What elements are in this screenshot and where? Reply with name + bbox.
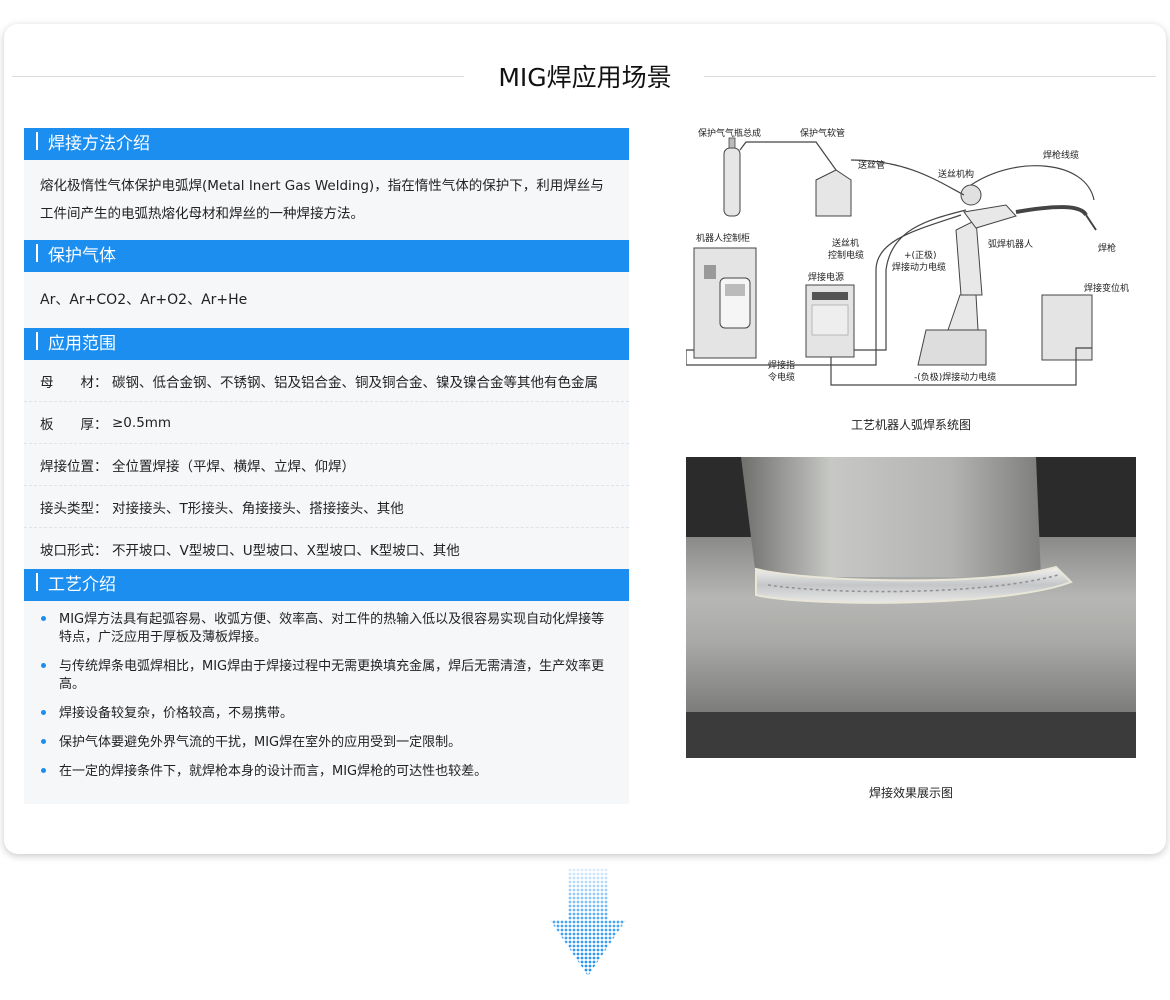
wire-spool bbox=[815, 169, 852, 217]
scope-key: 焊接位置： bbox=[40, 458, 108, 475]
scope-key: 板 厚： bbox=[40, 416, 108, 433]
scope-table: 母 材： 碳钢、低合金钢、不锈钢、铝及铝合金、铜及铜合金、镍及镍合金等其他有色金… bbox=[24, 360, 629, 569]
diagram-label: 保护气气瓶总成 bbox=[698, 127, 761, 139]
diagram-label: 焊枪线缆 bbox=[1043, 149, 1079, 161]
title-divider-right bbox=[704, 76, 1156, 77]
robot-base bbox=[917, 329, 987, 366]
weld-photo bbox=[686, 457, 1136, 758]
scope-row-groove: 坡口形式： 不开坡口、V型坡口、U型坡口、X型坡口、K型坡口、其他 bbox=[24, 528, 629, 569]
scope-row-joint: 接头类型： 对接接头、T形接头、角接接头、搭接接头、其他 bbox=[24, 486, 629, 528]
diagram-label: 控制电缆 bbox=[828, 249, 864, 261]
diagram-label: -(负极)焊接动力电缆 bbox=[914, 371, 996, 383]
scope-value: ≥0.5mm bbox=[112, 414, 172, 431]
process-item: 保护气体要避免外界气流的干扰，MIG焊在室外的应用受到一定限制。 bbox=[40, 734, 613, 752]
gas-bottle bbox=[723, 147, 741, 217]
weld-bead bbox=[755, 565, 1073, 604]
scope-key: 接头类型： bbox=[40, 500, 108, 517]
scope-row-thickness: 板 厚： ≥0.5mm bbox=[24, 402, 629, 444]
diagram-label: 保护气软管 bbox=[800, 127, 845, 139]
scope-row-material: 母 材： 碳钢、低合金钢、不锈钢、铝及铝合金、铜及铜合金、镍及镍合金等其他有色金… bbox=[24, 360, 629, 402]
section-heading-scope: 应用范围 bbox=[24, 328, 629, 360]
process-item: 焊接设备较复杂，价格较高，不易携带。 bbox=[40, 705, 613, 723]
diagram-label: 焊接电源 bbox=[808, 271, 844, 283]
process-item: MIG焊方法具有起弧容易、收弧方便、效率高、对工件的热输入低以及很容易实现自动化… bbox=[40, 611, 613, 647]
scope-value: 全位置焊接（平焊、横焊、立焊、仰焊） bbox=[112, 458, 355, 475]
process-item: 与传统焊条电弧焊相比，MIG焊由于焊接过程中无需更换填充金属，焊后无需清渣，生产… bbox=[40, 658, 613, 694]
diagram-label: 送丝机构 bbox=[938, 168, 974, 180]
diagram-label: 弧焊机器人 bbox=[988, 238, 1033, 250]
section-heading-process: 工艺介绍 bbox=[24, 569, 629, 601]
scope-key: 母 材： bbox=[40, 374, 108, 391]
process-item: 在一定的焊接条件下，就焊枪本身的设计而言，MIG焊枪的可达性也较差。 bbox=[40, 763, 613, 781]
diagram-label: 送丝机 bbox=[832, 237, 859, 249]
diagram-label: 令电缆 bbox=[768, 371, 795, 383]
diagram-label: 送丝管 bbox=[858, 159, 885, 171]
photo-caption: 焊接效果展示图 bbox=[868, 786, 953, 800]
gas-list: Ar、Ar+CO2、Ar+O2、Ar+He bbox=[24, 272, 629, 328]
left-column: 焊接方法介绍 熔化极惰性气体保护电弧焊(Metal Inert Gas Weld… bbox=[24, 128, 629, 804]
page-title: MIG焊应用场景 bbox=[498, 63, 672, 92]
down-arrow-icon bbox=[550, 868, 626, 976]
diagram-label: +(正极) bbox=[904, 249, 937, 261]
robot-arc-welding-diagram: 保护气气瓶总成 保护气软管 送丝管 送丝机构 焊枪线缆 机器人控制柜 送丝机 控… bbox=[686, 127, 1129, 386]
method-description: 熔化极惰性气体保护电弧焊(Metal Inert Gas Welding)，指在… bbox=[24, 160, 629, 240]
diagram-label: 焊枪 bbox=[1098, 242, 1116, 254]
diagram-caption: 工艺机器人弧焊系统图 bbox=[850, 418, 971, 432]
robot-arm bbox=[955, 219, 983, 296]
scope-value: 对接接头、T形接头、角接接头、搭接接头、其他 bbox=[112, 500, 404, 517]
process-list: MIG焊方法具有起弧容易、收弧方便、效率高、对工件的热输入低以及很容易实现自动化… bbox=[24, 601, 629, 804]
welding-positioner bbox=[1041, 294, 1093, 361]
diagram-label: 机器人控制柜 bbox=[696, 232, 750, 244]
scope-row-position: 焊接位置： 全位置焊接（平焊、横焊、立焊、仰焊） bbox=[24, 444, 629, 486]
section-heading-method: 焊接方法介绍 bbox=[24, 128, 629, 160]
diagram-label: 焊接变位机 bbox=[1084, 282, 1129, 294]
scope-value: 不开坡口、V型坡口、U型坡口、X型坡口、K型坡口、其他 bbox=[112, 542, 460, 559]
title-divider-left bbox=[12, 76, 464, 77]
scope-key: 坡口形式： bbox=[40, 542, 108, 559]
diagram-label: 焊接指 bbox=[768, 359, 795, 371]
vertical-tube bbox=[741, 457, 1041, 577]
scope-value: 碳钢、低合金钢、不锈钢、铝及铝合金、铜及铜合金、镍及镍合金等其他有色金属 bbox=[112, 374, 598, 391]
diagram-label: 焊接动力电缆 bbox=[892, 261, 946, 273]
section-heading-gas: 保护气体 bbox=[24, 240, 629, 272]
